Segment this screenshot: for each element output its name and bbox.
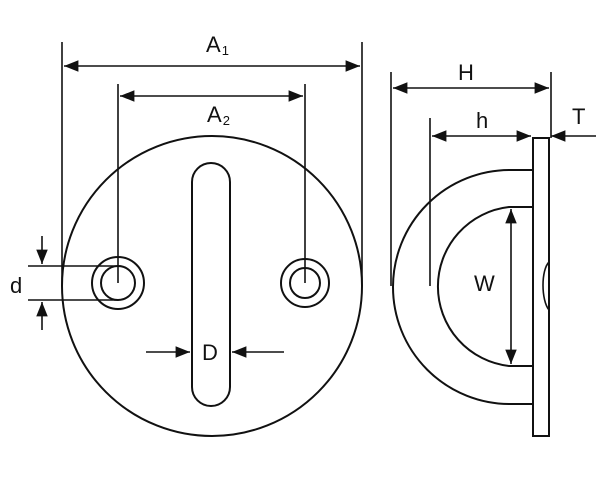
label-h-lower: h — [476, 108, 488, 133]
dimension-big-d: D — [146, 340, 284, 365]
dimension-a1: A1 — [61, 32, 363, 286]
label-a2: A2 — [207, 102, 230, 128]
label-h-upper: H — [458, 60, 474, 85]
dimension-t: T — [551, 104, 596, 142]
front-view — [61, 135, 363, 437]
side-view — [392, 137, 550, 437]
dimension-h-upper: H — [390, 60, 552, 286]
label-a1: A1 — [206, 32, 229, 58]
label-w: W — [474, 271, 495, 296]
side-plate — [532, 137, 550, 437]
dimension-a2: A2 — [117, 84, 306, 283]
center-slot — [191, 162, 231, 407]
dimension-d: d — [10, 236, 118, 330]
base-plate-outline — [61, 135, 363, 437]
label-d: d — [10, 273, 22, 298]
dimension-h-lower: h — [429, 108, 531, 286]
label-t: T — [572, 104, 585, 129]
label-big-d: D — [202, 340, 218, 365]
dimension-w: W — [474, 209, 517, 364]
eye-outer-arc — [392, 169, 533, 405]
weld-bead — [542, 261, 550, 311]
eye-inner-arc — [436, 206, 533, 367]
